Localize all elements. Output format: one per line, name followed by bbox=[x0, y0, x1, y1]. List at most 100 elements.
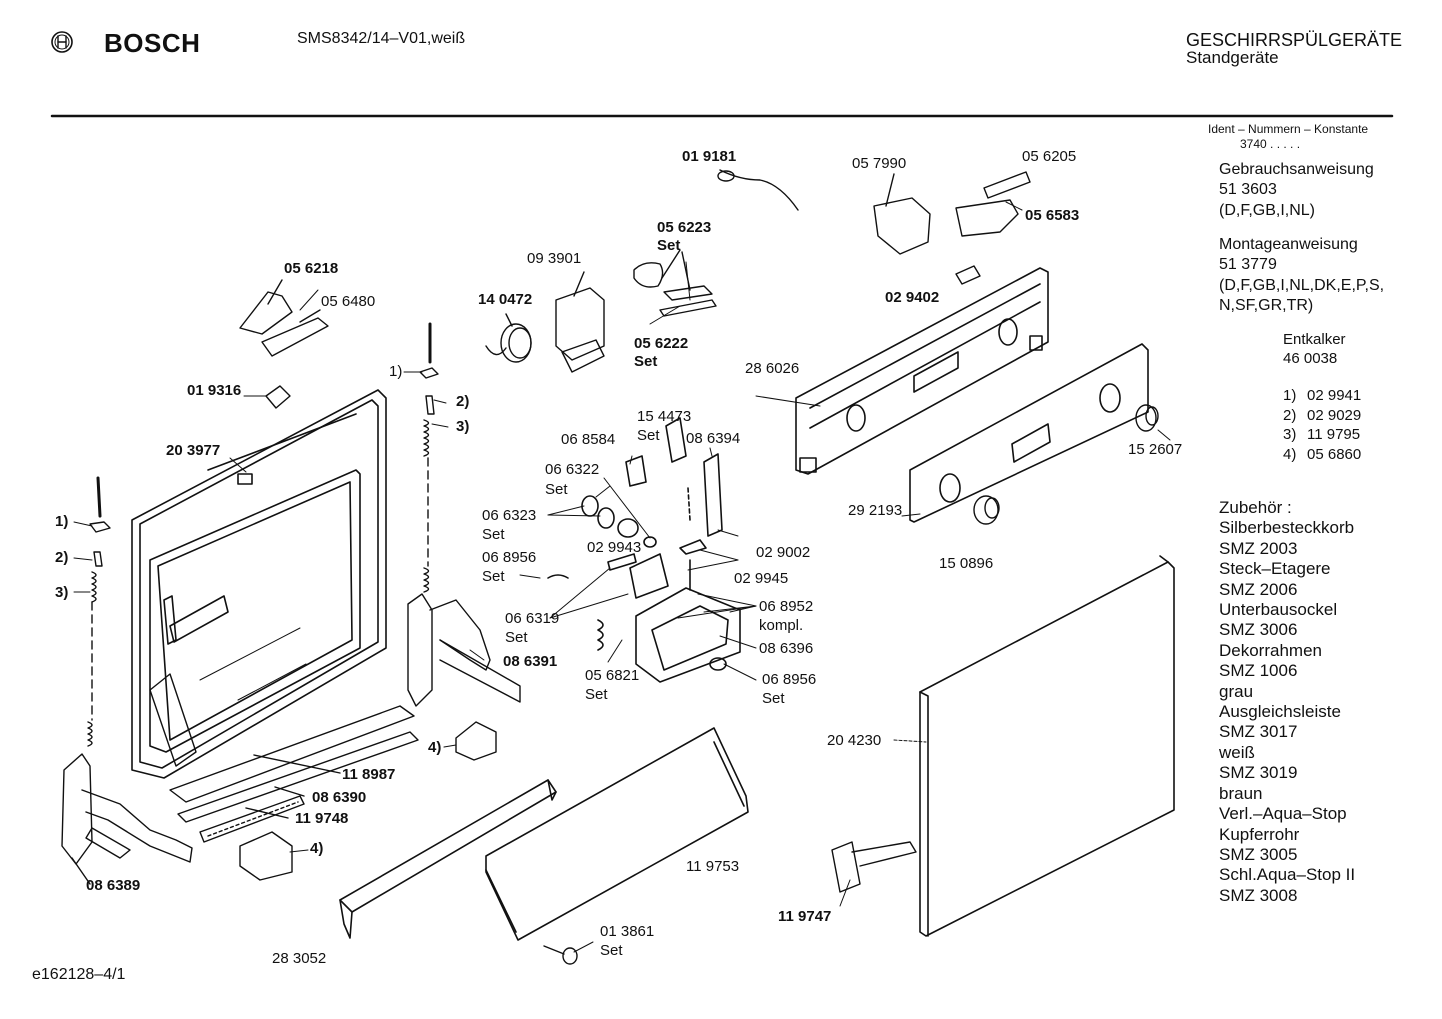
part-label: 06 8952 bbox=[759, 598, 814, 615]
callout-marker: 3) bbox=[456, 418, 470, 435]
small-bracket bbox=[955, 265, 981, 285]
descaler-block: Entkalker 46 0038 bbox=[1283, 330, 1346, 368]
switch-set bbox=[633, 249, 717, 317]
accessory-item: SMZ 3017 bbox=[1219, 722, 1298, 742]
part-label: 08 6391 bbox=[503, 653, 558, 670]
part-label: 01 9316 bbox=[187, 382, 242, 399]
accessory-item: Unterbausockel bbox=[1219, 600, 1338, 620]
appliance-category: GESCHIRRSPÜLGERÄTE bbox=[1186, 30, 1403, 50]
part-label: 06 6319 bbox=[505, 610, 560, 627]
footnote-item: 3)11 9795 bbox=[1283, 426, 1361, 443]
footnote-item: 4)05 6860 bbox=[1283, 445, 1362, 463]
accessory-item: Steck–Etagere bbox=[1219, 559, 1331, 579]
part-label: Set bbox=[482, 568, 505, 585]
part-label: Set bbox=[762, 690, 785, 707]
usage-manual-number: 51 3603 bbox=[1219, 181, 1277, 199]
accessory-item: SMZ 2006 bbox=[1219, 579, 1298, 599]
accessory-item: SMZ 2003 bbox=[1219, 538, 1298, 558]
part-label: Set bbox=[545, 481, 568, 498]
part-label: 06 6323 bbox=[482, 507, 537, 524]
assembly-manual-number: 51 3779 bbox=[1219, 256, 1277, 274]
part-label: 05 6480 bbox=[321, 293, 376, 310]
leader-lines bbox=[73, 201, 1171, 953]
assembly-manual-languages-cont: N,SF,GR,TR) bbox=[1219, 297, 1314, 315]
part-label: 05 6222 bbox=[634, 335, 689, 352]
accessory-item: SMZ 3006 bbox=[1219, 620, 1298, 640]
left-spring-assembly bbox=[87, 476, 111, 747]
part-label: Set bbox=[600, 942, 623, 959]
part-label: 15 0896 bbox=[939, 555, 994, 572]
callout-marker: 2) bbox=[456, 393, 470, 410]
part-label: Set bbox=[657, 237, 681, 254]
spacer-block-upper bbox=[455, 721, 497, 761]
accessory-item: SMZ 1006 bbox=[1219, 661, 1298, 681]
part-label: Set bbox=[505, 629, 528, 646]
part-label: Set bbox=[634, 353, 658, 370]
part-label: 05 6821 bbox=[585, 667, 640, 684]
part-label: kompl. bbox=[759, 617, 804, 634]
part-label: 14 0472 bbox=[478, 291, 533, 308]
left-hinge bbox=[61, 753, 193, 885]
part-label: 02 9945 bbox=[734, 570, 789, 587]
ident-title: Ident – Nummern – Konstante bbox=[1208, 122, 1369, 136]
part-label: 05 6223 bbox=[657, 219, 712, 236]
callout-marker: 1) bbox=[389, 363, 403, 380]
usage-manual-title: Gebrauchsanweisung bbox=[1219, 161, 1374, 178]
part-label: 09 3901 bbox=[527, 250, 582, 267]
appliance-subcategory: Standgeräte bbox=[1186, 48, 1279, 67]
descaler-number: 46 0038 bbox=[1283, 350, 1338, 367]
part-label: 11 9753 bbox=[686, 858, 740, 875]
outer-door-panel bbox=[919, 555, 1175, 937]
part-label: 28 6026 bbox=[745, 360, 800, 377]
brand-name: BOSCH bbox=[104, 28, 201, 58]
part-label: 20 3977 bbox=[166, 442, 221, 459]
door-side-flap bbox=[149, 673, 197, 767]
pushbutton-switch bbox=[955, 171, 1031, 237]
part-label: 05 6218 bbox=[284, 260, 339, 277]
part-label: 08 6389 bbox=[86, 877, 141, 894]
selector-switch bbox=[873, 173, 931, 255]
control-panel-housing bbox=[795, 267, 1049, 475]
part-label: Set bbox=[482, 526, 505, 543]
part-label: 29 2193 bbox=[848, 502, 903, 519]
assembly-manual-title: Montageanweisung bbox=[1219, 236, 1358, 253]
part-label: 08 6394 bbox=[686, 430, 741, 447]
footnote-item: 2)02 9029 bbox=[1283, 406, 1362, 424]
part-label: 02 9943 bbox=[587, 539, 642, 556]
part-label: Set bbox=[585, 686, 608, 703]
part-label: 01 3861 bbox=[600, 923, 655, 940]
part-label: 02 9402 bbox=[885, 289, 940, 306]
part-label: 05 7990 bbox=[852, 155, 907, 172]
part-label: 15 2607 bbox=[1128, 441, 1183, 458]
part-label: 06 8956 bbox=[482, 549, 537, 566]
accessory-item: SMZ 3005 bbox=[1219, 844, 1298, 864]
spacer-block-lower bbox=[239, 831, 293, 881]
descaler-title: Entkalker bbox=[1283, 331, 1346, 348]
part-label: 15 4473 bbox=[637, 408, 692, 425]
part-label: 05 6583 bbox=[1025, 207, 1080, 224]
bosch-logo-icon bbox=[51, 31, 73, 53]
part-label: 11 9747 bbox=[778, 908, 832, 925]
drawing-id: e162128–4/1 bbox=[32, 966, 126, 983]
part-label: 08 6396 bbox=[759, 640, 814, 657]
accessory-item: Schl.Aqua–Stop II bbox=[1219, 865, 1356, 885]
usage-manual-languages: (D,F,GB,I,NL) bbox=[1219, 201, 1316, 219]
callout-marker: 4) bbox=[428, 739, 442, 756]
plinth-283052 bbox=[339, 779, 557, 939]
door-inner-frame bbox=[131, 389, 387, 779]
lower-rails bbox=[169, 705, 419, 843]
part-label: 11 9748 bbox=[295, 810, 349, 827]
screw-013861 bbox=[543, 945, 578, 965]
accessory-item: Silberbesteckkorb bbox=[1219, 518, 1355, 538]
callout-marker: 4) bbox=[310, 840, 324, 857]
assembly-manual-languages: (D,F,GB,I,NL,DK,E,P,S, bbox=[1219, 276, 1385, 294]
footnote-item: 1)02 9941 bbox=[1283, 387, 1362, 404]
door-latch bbox=[239, 279, 329, 357]
hinge-holder-119747 bbox=[831, 841, 917, 893]
part-label: 01 9181 bbox=[682, 148, 737, 165]
knob-15-0896 bbox=[973, 495, 1000, 525]
middle-spring-assembly bbox=[419, 322, 439, 593]
accessory-item: Verl.–Aqua–Stop bbox=[1219, 804, 1347, 824]
part-label: 20 4230 bbox=[827, 732, 882, 749]
